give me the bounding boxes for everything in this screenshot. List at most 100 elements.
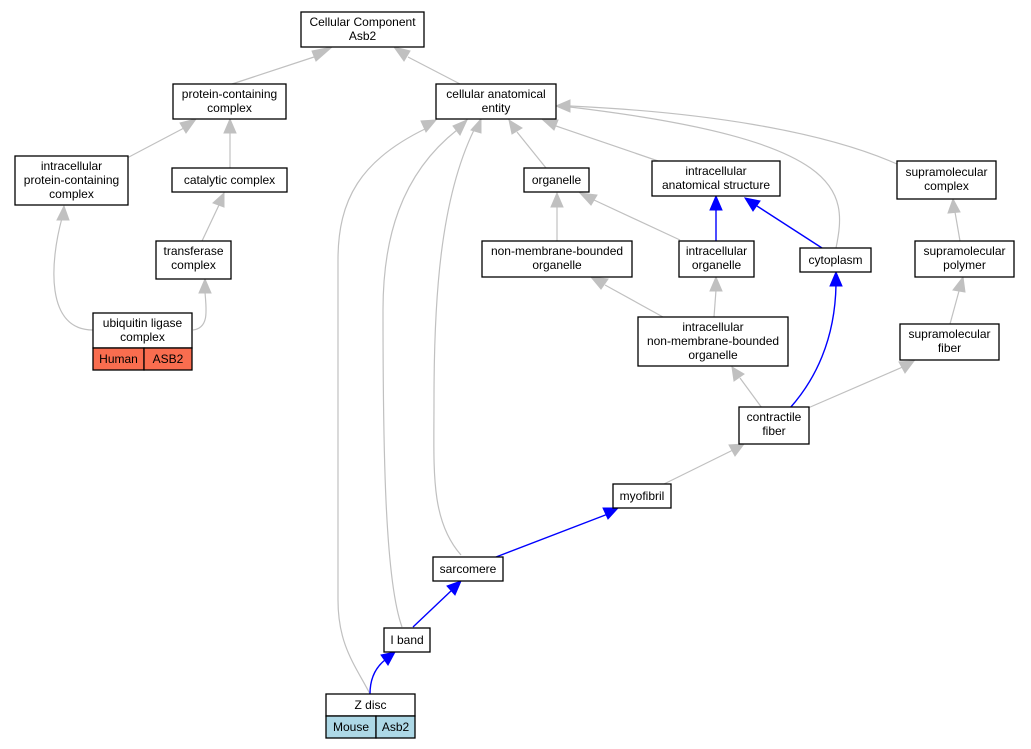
node-label: polymer bbox=[943, 258, 986, 272]
edge-z-disc-to-cae bbox=[337, 127, 428, 695]
node-label: supramolecular bbox=[908, 327, 990, 341]
node-sarcomere[interactable]: sarcomere bbox=[432, 556, 504, 582]
node-intracellular-non-membrane-bounded-organelle[interactable]: intracellular non-membrane-bounded organ… bbox=[637, 316, 789, 367]
node-label: transferase bbox=[163, 244, 223, 258]
arrowhead-icon bbox=[947, 197, 961, 214]
edge-supramolecular-complex-to-cae bbox=[569, 105, 898, 165]
node-label: non-membrane-bounded bbox=[491, 244, 623, 258]
node-label: intracellular bbox=[686, 244, 747, 258]
edge-cellular-anatomical-entity-to-root bbox=[407, 56, 463, 86]
edge-i-band-to-sarcomere bbox=[412, 589, 453, 628]
node-ubiquitin-ligase-complex[interactable]: ubiquitin ligase complex Human ASB2 bbox=[92, 312, 193, 371]
node-catalytic-complex[interactable]: catalytic complex bbox=[171, 167, 288, 193]
annotation-species: Mouse bbox=[333, 720, 369, 734]
node-supramolecular-fiber[interactable]: supramolecular fiber bbox=[899, 323, 1000, 361]
node-intracellular-organelle[interactable]: intracellular organelle bbox=[678, 240, 755, 278]
node-z-disc[interactable]: Z disc Mouse Asb2 bbox=[325, 693, 416, 739]
arrowhead-icon bbox=[578, 192, 598, 206]
node-organelle[interactable]: organelle bbox=[523, 167, 590, 193]
node-label: Cellular Component bbox=[309, 15, 416, 29]
arrowhead-icon bbox=[731, 366, 745, 382]
arrowhead-icon bbox=[56, 204, 70, 221]
node-label: complex bbox=[924, 179, 969, 193]
edge-ubiquitin-to-transferase bbox=[192, 291, 207, 331]
edge-i-band-to-cae bbox=[382, 129, 458, 628]
node-myofibril[interactable]: myofibril bbox=[612, 483, 672, 509]
node-non-membrane-bounded-organelle[interactable]: non-membrane-bounded organelle bbox=[481, 240, 633, 278]
arrowhead-icon bbox=[311, 46, 334, 62]
node-transferase-complex[interactable]: transferase complex bbox=[155, 240, 232, 280]
arrowhead-icon bbox=[709, 194, 723, 211]
annotation-gene-cell bbox=[375, 715, 416, 739]
annotation-gene-cell bbox=[143, 347, 193, 371]
node-cytoplasm[interactable]: cytoplasm bbox=[799, 247, 872, 273]
node-label: myofibril bbox=[620, 489, 665, 503]
edge-inmbo-to-non-membrane bbox=[604, 284, 664, 318]
edge-cytoplasm-to-cae bbox=[569, 106, 841, 249]
node-i-band[interactable]: I band bbox=[383, 627, 431, 653]
node-label: catalytic complex bbox=[184, 173, 275, 187]
node-label: cytoplasm bbox=[808, 253, 862, 267]
arrowhead-icon bbox=[380, 651, 396, 666]
edge-intracellular-organelle-to-organelle bbox=[593, 199, 681, 241]
edge-cytoplasm-to-ias bbox=[756, 205, 823, 249]
edge-sarcomere-to-cae bbox=[433, 129, 475, 556]
node-label: complex bbox=[207, 101, 252, 115]
node-supramolecular-polymer[interactable]: supramolecular polymer bbox=[914, 240, 1015, 278]
node-label: supramolecular bbox=[923, 244, 1005, 258]
node-supramolecular-complex[interactable]: supramolecular complex bbox=[896, 160, 997, 200]
node-intracellular-anatomical-structure[interactable]: intracellular anatomical structure bbox=[651, 160, 781, 197]
edge-ubiquitin-to-intracellular-pcc bbox=[53, 217, 94, 331]
node-label: fiber bbox=[762, 424, 785, 438]
node-label: fiber bbox=[938, 341, 961, 355]
edge-sarcomere-to-myofibril bbox=[495, 513, 609, 558]
edge-supramolecular-fiber-to-polymer bbox=[949, 290, 960, 325]
node-label: contractile bbox=[747, 410, 802, 424]
node-label: protein-containing bbox=[182, 87, 277, 101]
node-label: organelle bbox=[692, 258, 742, 272]
node-label: Asb2 bbox=[349, 29, 377, 43]
arrowhead-icon bbox=[952, 275, 966, 293]
node-protein-containing-complex[interactable]: protein-containing complex bbox=[172, 83, 287, 120]
edge-inmbo-to-intracellular-organelle bbox=[713, 289, 717, 318]
node-label: intracellular bbox=[685, 164, 746, 178]
node-label: complex bbox=[49, 187, 94, 201]
node-label: entity bbox=[482, 101, 511, 115]
annotation-species: Human bbox=[99, 352, 138, 366]
node-label: complex bbox=[120, 330, 165, 344]
annotation-gene: ASB2 bbox=[153, 352, 184, 366]
node-label: anatomical structure bbox=[662, 178, 770, 192]
edge-contractile-to-cytoplasm bbox=[789, 284, 837, 409]
node-label: I band bbox=[390, 633, 423, 647]
arrowhead-icon bbox=[550, 191, 564, 208]
arrowhead-icon bbox=[709, 275, 723, 292]
node-label: protein-containing bbox=[24, 173, 119, 187]
node-label: non-membrane-bounded bbox=[647, 334, 779, 348]
arrowhead-icon bbox=[743, 197, 761, 212]
arrowhead-icon bbox=[470, 117, 482, 134]
arrowhead-icon bbox=[179, 118, 198, 134]
annotation-gene: Asb2 bbox=[382, 720, 410, 734]
node-label: ubiquitin ligase bbox=[103, 316, 183, 330]
highlight-edges bbox=[369, 205, 837, 695]
node-contractile-fiber[interactable]: contractile fiber bbox=[738, 406, 810, 445]
edge-protein-containing-complex-to-root bbox=[228, 56, 315, 86]
node-intracellular-protein-containing-complex[interactable]: intracellular protein-containing complex bbox=[14, 155, 129, 206]
arrowhead-icon bbox=[554, 99, 571, 113]
node-label: organelle bbox=[688, 348, 738, 362]
arrowhead-icon bbox=[223, 117, 237, 134]
edge-myofibril-to-contractile bbox=[663, 449, 734, 485]
arrowhead-icon bbox=[589, 276, 609, 290]
edge-contractile-to-inmbo bbox=[739, 377, 763, 409]
arrowhead-icon bbox=[212, 191, 225, 208]
arrowhead-icon bbox=[508, 118, 523, 135]
edge-intracellular-anatomical-to-cae bbox=[555, 125, 665, 164]
arrowhead-icon bbox=[728, 443, 746, 457]
node-root[interactable]: Cellular Component Asb2 bbox=[300, 11, 425, 48]
node-label: supramolecular bbox=[905, 165, 987, 179]
node-label: intracellular bbox=[41, 159, 102, 173]
node-cellular-anatomical-entity[interactable]: cellular anatomical entity bbox=[435, 83, 557, 120]
edge-contractile-to-supramolecular-fiber bbox=[807, 365, 906, 409]
arrowhead-icon bbox=[392, 46, 411, 62]
